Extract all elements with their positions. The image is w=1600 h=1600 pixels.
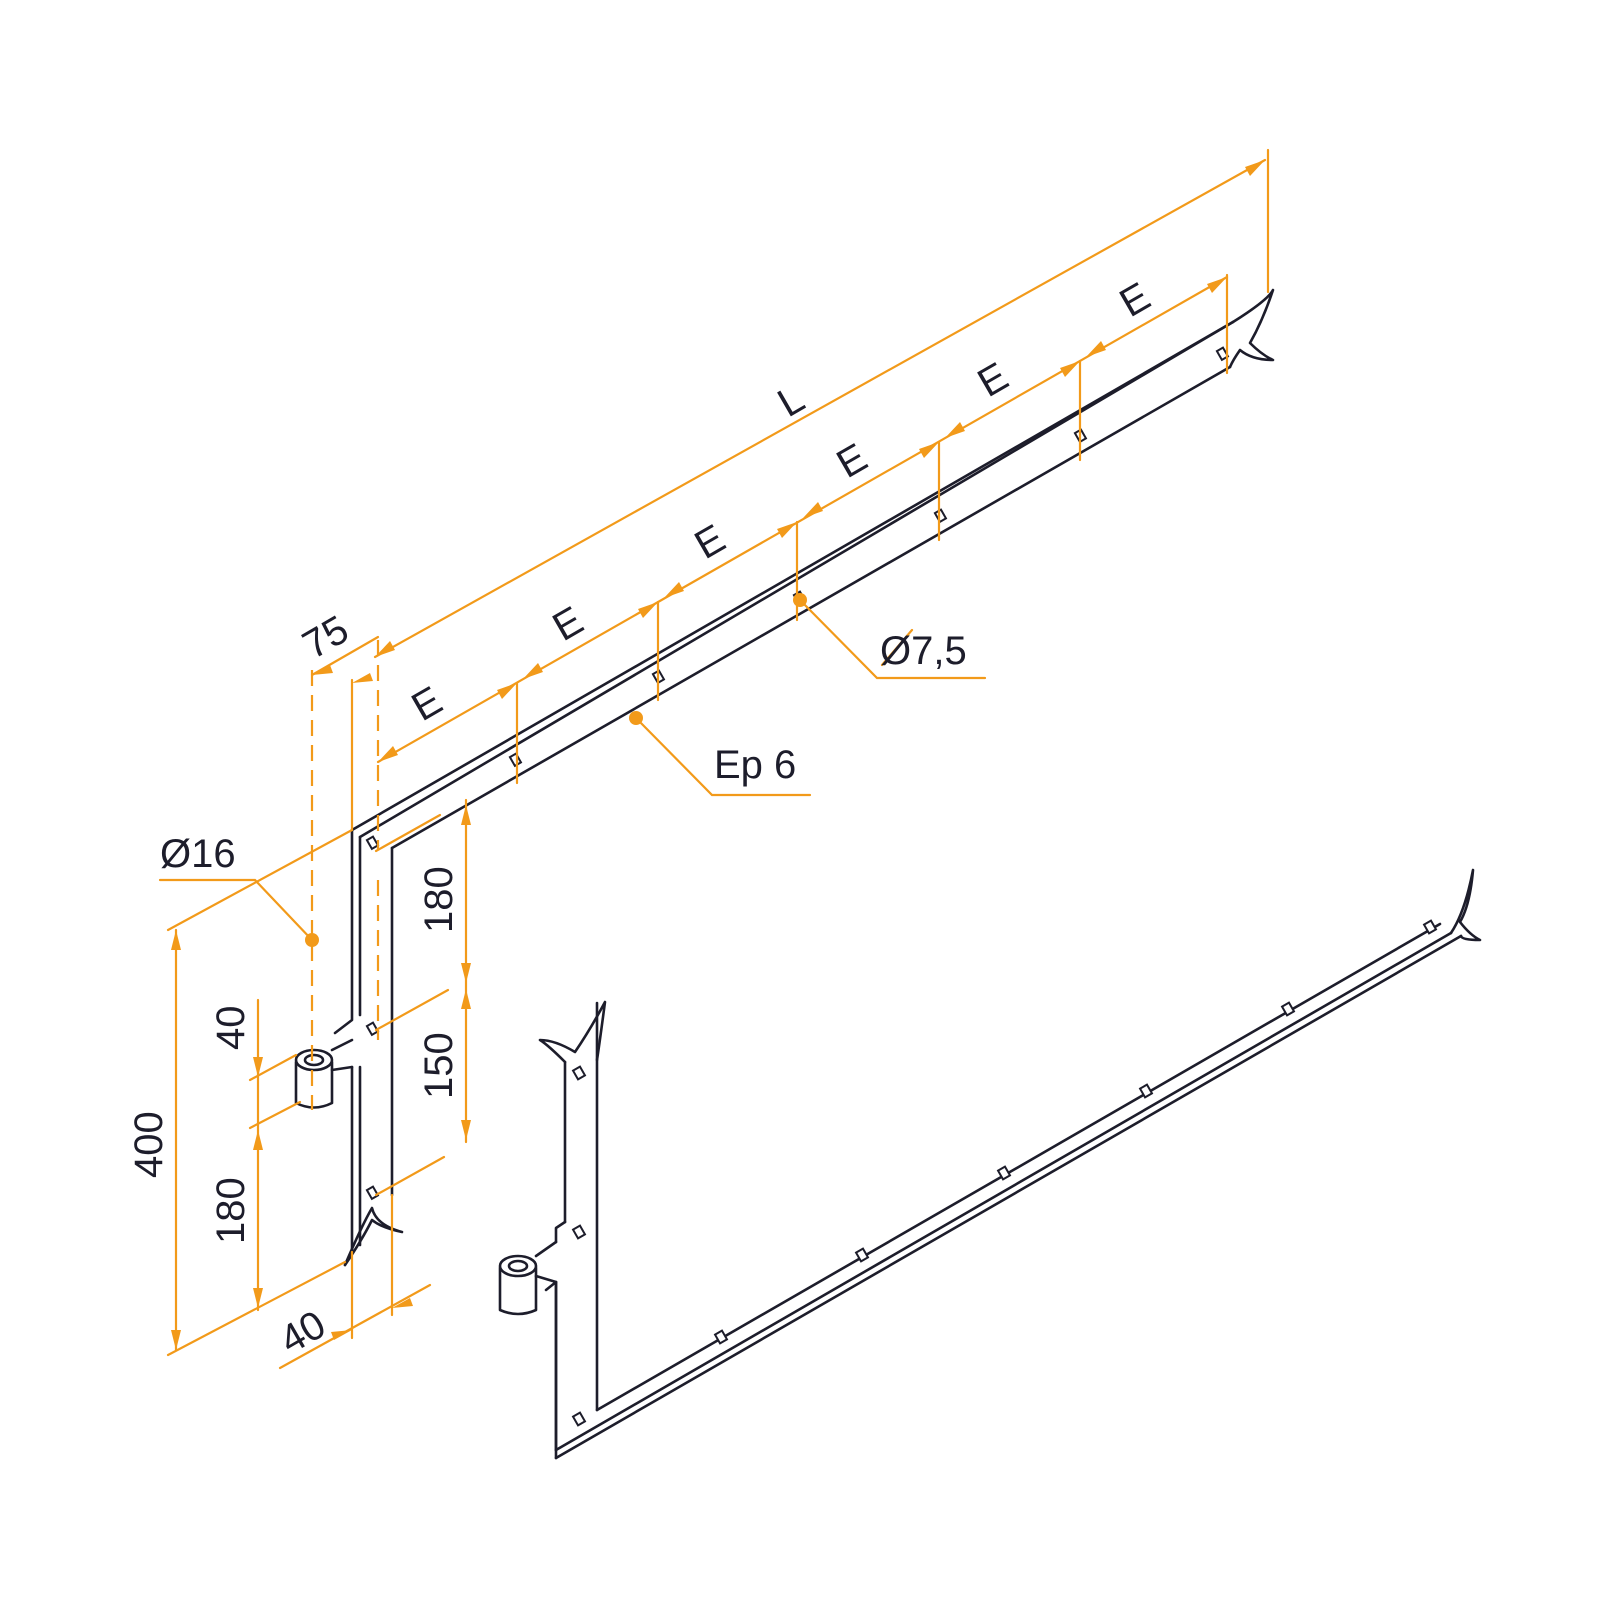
screw-holes [365,346,1230,1201]
label-spacing-E-6: E [1113,274,1158,325]
label-offset-75: 75 [296,607,357,667]
lower-hinge-strap [498,868,1482,1460]
label-spacing-E-1: E [405,678,450,729]
label-thickness: Ep 6 [714,743,796,787]
label-arm-top: 180 [417,866,461,933]
label-height-total: 400 [127,1111,171,1178]
label-hole-diameter: Ø7,5 [880,629,967,673]
dimension-lines [158,148,1270,1370]
label-pin-diameter: Ø16 [160,832,236,876]
label-length-L: L [771,377,812,426]
label-width-40: 40 [273,1302,334,1362]
upper-hinge-strap [294,288,1275,1267]
label-spacing-E-2: E [546,598,591,649]
label-arm-mid: 150 [417,1032,461,1099]
label-spacing-E-4: E [830,435,875,486]
label-spacing-E-5: E [971,354,1016,405]
label-spacing-E-3: E [688,516,733,567]
pin-knuckle [294,1038,354,1109]
label-height-upper: 40 [209,1006,253,1051]
pin-knuckle-lower [498,1240,558,1316]
screw-holes-lower [571,919,1438,1427]
label-height-lower: 180 [209,1177,253,1244]
